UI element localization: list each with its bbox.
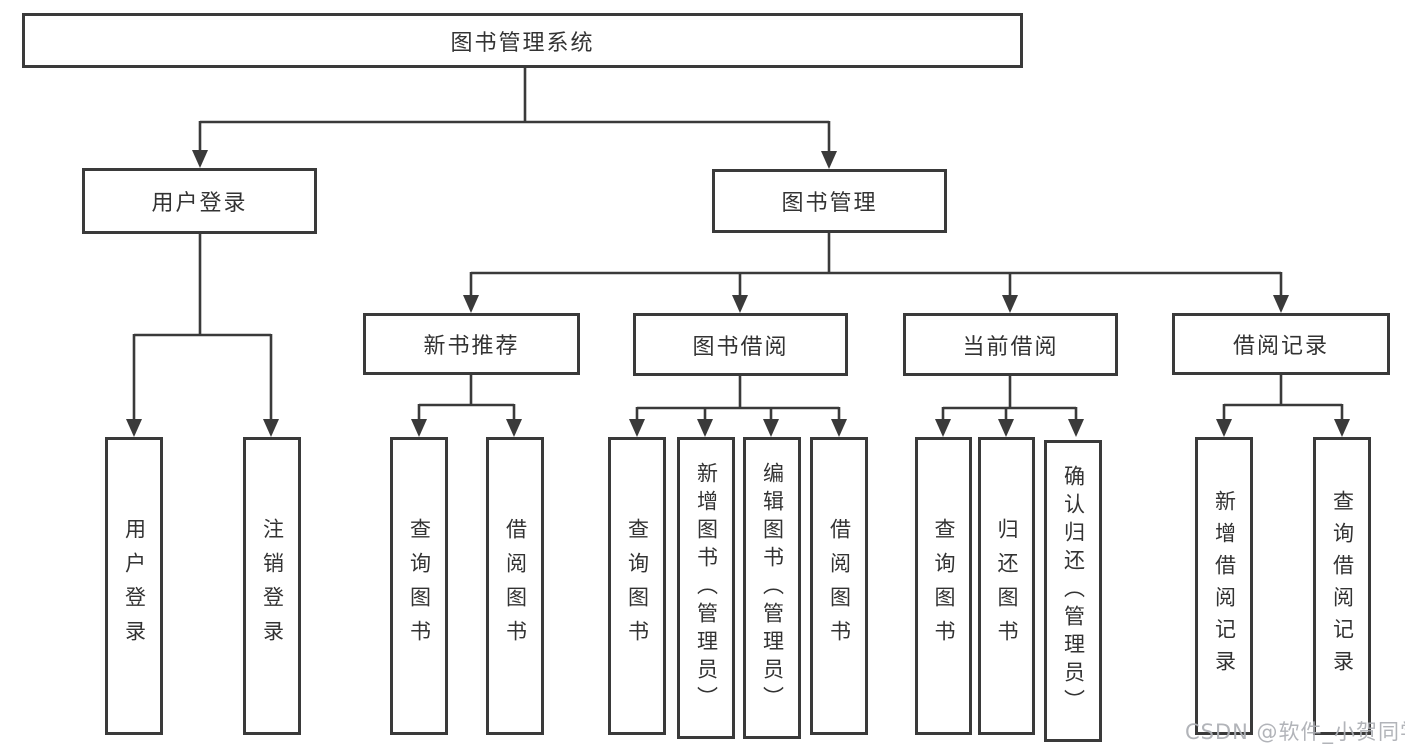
node-label: 查询图书 (407, 518, 432, 654)
connector-arrowheads (126, 150, 1350, 437)
node-add-borrow-record: 新增借阅记录 (1195, 437, 1253, 735)
node-label: 注销登录 (260, 518, 285, 654)
node-label: 查询借阅记录 (1330, 490, 1355, 682)
node-label: 编辑图书（管理员） (760, 462, 785, 714)
node-label: 查询图书 (625, 518, 650, 654)
node-label: 借阅图书 (827, 518, 852, 654)
connector-edges (132, 68, 1344, 421)
node-label: 当前借阅 (962, 334, 1059, 360)
node-logout: 注销登录 (243, 437, 301, 735)
node-return-books: 归还图书 (978, 437, 1035, 735)
node-label: 图书管理系统 (450, 30, 595, 56)
node-borrow-books-2: 借阅图书 (810, 437, 868, 735)
node-book-borrowing: 图书借阅 (633, 313, 848, 376)
node-borrow-books-1: 借阅图书 (486, 437, 544, 735)
node-query-books-1: 查询图书 (390, 437, 448, 735)
node-query-books-2: 查询图书 (608, 437, 666, 735)
node-user-login-branch: 用户登录 (82, 168, 317, 234)
node-new-book-recommendation: 新书推荐 (363, 313, 580, 375)
node-label: 确认归还（管理员） (1061, 465, 1086, 717)
node-borrowing-records: 借阅记录 (1172, 313, 1390, 375)
node-book-management: 图书管理 (712, 169, 947, 233)
node-label: 用户登录 (122, 518, 147, 654)
node-query-borrow-record: 查询借阅记录 (1313, 437, 1371, 735)
node-label: 借阅记录 (1232, 334, 1329, 359)
node-confirm-return-admin: 确认归还（管理员） (1044, 440, 1102, 742)
node-label: 新书推荐 (423, 334, 520, 359)
csdn-watermark: CSDN @软件_小贺同学 (1185, 720, 1405, 744)
node-label: 借阅图书 (503, 518, 528, 654)
node-label: 新增借阅记录 (1212, 490, 1237, 682)
node-label: 用户登录 (151, 191, 248, 216)
node-query-books-3: 查询图书 (915, 437, 972, 735)
node-label: 归还图书 (995, 518, 1020, 654)
node-label: 图书管理 (781, 191, 878, 216)
node-label: 查询图书 (932, 518, 957, 654)
node-label: 图书借阅 (692, 334, 789, 360)
node-label: 新增图书（管理员） (694, 462, 719, 714)
node-add-books-admin: 新增图书（管理员） (677, 437, 735, 739)
node-edit-books-admin: 编辑图书（管理员） (743, 437, 801, 739)
node-current-borrowing: 当前借阅 (903, 313, 1118, 376)
node-user-login: 用户登录 (105, 437, 163, 735)
node-library-management-system: 图书管理系统 (22, 13, 1023, 68)
